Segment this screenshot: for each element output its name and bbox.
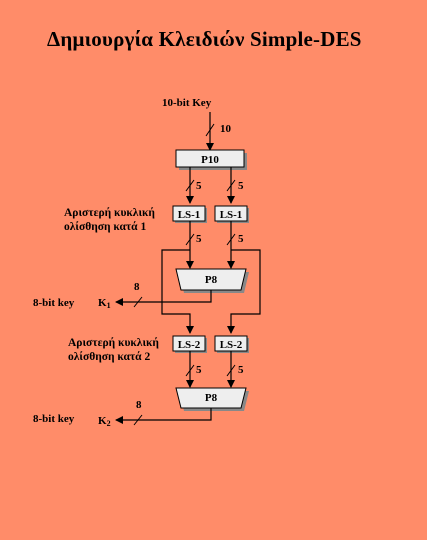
p8-box-1: P8: [175, 268, 249, 293]
bus-tick: [185, 364, 195, 377]
p10-label: P10: [201, 154, 219, 166]
bus-width-label: 5: [196, 233, 202, 245]
bus-tick: [226, 364, 236, 377]
bus-width-label: 5: [196, 180, 202, 192]
line-k1-output: [115, 290, 212, 306]
bus-tick: [133, 296, 143, 308]
input-key-label: 10-bit Key: [162, 97, 212, 109]
ls1-label: LS-1: [178, 209, 201, 221]
p8-label: P8: [205, 392, 218, 404]
bus-tick: [185, 179, 195, 192]
line-k2-output: [115, 408, 212, 424]
bus-tick: [226, 233, 236, 246]
k1-key-label: 8-bit key: [33, 297, 75, 309]
k2-label: K2: [98, 415, 111, 428]
bus-tick-input: [205, 123, 215, 137]
ls2-label: LS-2: [220, 339, 243, 351]
line-branch-left: [161, 249, 194, 334]
p8-box-2: P8: [175, 387, 249, 411]
shift1-description-line1: Αριστερή κυκλική: [64, 207, 155, 219]
k2-key-label: 8-bit key: [33, 413, 75, 425]
shift2-description-line1: Αριστερή κυκλική: [68, 337, 159, 349]
bus-tick: [185, 233, 195, 246]
page-title: Δημιουργία Κλειδιών Simple-DES: [47, 27, 362, 51]
k1-label: K1: [98, 297, 111, 310]
shift1-description-line2: ολίσθηση κατά 1: [64, 220, 146, 233]
p10-box: P10: [175, 149, 247, 170]
ls2-label: LS-2: [178, 339, 201, 351]
ls2-box-right: LS-2: [214, 335, 249, 353]
ls2-box-left: LS-2: [172, 335, 207, 353]
bus-width-label: 5: [238, 180, 244, 192]
ls1-box-left: LS-1: [172, 205, 207, 223]
bus-width-label: 8: [136, 399, 142, 411]
ls1-label: LS-1: [220, 209, 243, 221]
bus-width-label: 5: [238, 233, 244, 245]
bus-width-label: 5: [196, 364, 202, 376]
p8-label: P8: [205, 274, 218, 286]
line-branch-right: [227, 249, 261, 334]
bus-width-label: 8: [134, 281, 140, 293]
bus-width-input: 10: [220, 123, 232, 135]
bus-tick: [226, 179, 236, 192]
ls1-box-right: LS-1: [214, 205, 249, 223]
bus-tick: [133, 414, 143, 426]
bus-width-label: 5: [238, 364, 244, 376]
shift2-description-line2: ολίσθηση κατά 2: [68, 350, 150, 363]
